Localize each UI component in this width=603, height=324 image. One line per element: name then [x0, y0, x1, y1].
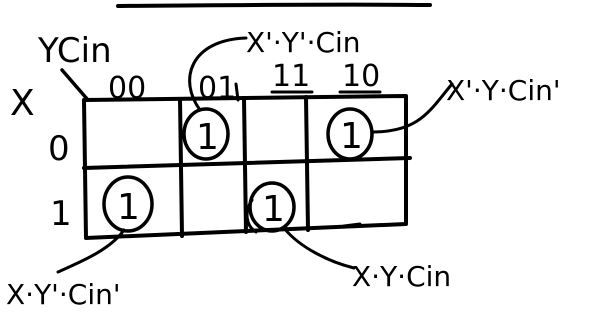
cell-value: 1: [196, 117, 219, 158]
cell-circle: [102, 175, 154, 233]
cell-r0-c1: 1: [182, 107, 230, 161]
cell-value: 1: [262, 189, 285, 230]
grid-outer-border: [82, 94, 408, 240]
column-header-10: 10: [342, 59, 380, 94]
column-header-11: 11: [272, 59, 310, 94]
cell-value: 1: [117, 187, 140, 228]
corner-label-ycin: YCin: [37, 31, 112, 71]
minterm-label-r1-c0: X·Y'·Cin': [6, 278, 121, 311]
leader-line-r1-c0: [56, 228, 126, 274]
grid-tick-1: [234, 82, 240, 102]
leader-line-r1-c2-hook: [245, 198, 258, 234]
grid-tick-2: [342, 222, 362, 228]
grid-col-divider-2: [242, 96, 248, 234]
cell-r1-c0: 1: [102, 175, 154, 233]
corner-diagonal: [60, 68, 90, 102]
minterm-label-r0-c3: X'·Y·Cin': [446, 74, 561, 107]
grid-col-divider-3: [304, 95, 310, 232]
minterm-label-r0-c1: X'·Y'·Cin: [246, 26, 361, 59]
leader-line-r1-c2: [282, 226, 356, 270]
row-header-0: 0: [48, 129, 70, 169]
top-edge-stroke: [116, 2, 432, 8]
cell-r1-c2: 1: [248, 181, 296, 233]
leader-line-r0-c3: [370, 82, 454, 134]
column-headers: 00 01 11 10: [108, 59, 382, 106]
leader-lines: [56, 36, 454, 274]
minterm-label-r1-c2: X·Y·Cin: [352, 260, 451, 293]
row-header-1: 1: [50, 194, 72, 234]
cell-circle: [182, 107, 230, 161]
column-header-01: 01: [198, 71, 236, 106]
leader-line-r0-c1: [188, 36, 248, 112]
cell-r0-c3: 1: [326, 107, 374, 161]
cell-value: 1: [340, 116, 363, 157]
cell-circle: [326, 107, 374, 161]
grid-col-divider-1: [178, 97, 184, 238]
corner-label-x: X: [10, 83, 35, 124]
